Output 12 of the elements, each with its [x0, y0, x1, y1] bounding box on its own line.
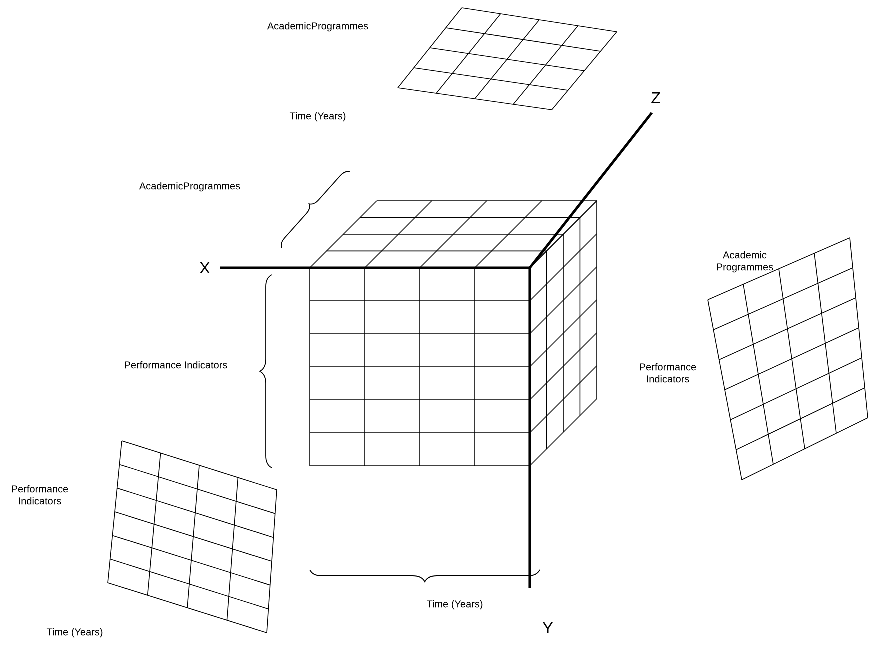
panel-label: Time (Years)	[46, 628, 103, 638]
brace-label: Performance Indicators	[125, 361, 228, 369]
axis-label: X	[200, 262, 210, 274]
brace-label: AcademicProgrammes	[139, 182, 240, 192]
panel-label: Time (Years)	[290, 112, 346, 122]
brace-label: Time (Years)	[426, 600, 483, 610]
panel-label: AcademicProgrammes	[267, 22, 368, 32]
panel-label: Academic Programmes	[717, 251, 774, 273]
panel-label: Performance Indicators	[12, 485, 68, 505]
panel-label: Performance Indicators	[640, 363, 696, 383]
axis-label: Z	[652, 92, 660, 104]
axis-label: Y	[543, 622, 553, 634]
